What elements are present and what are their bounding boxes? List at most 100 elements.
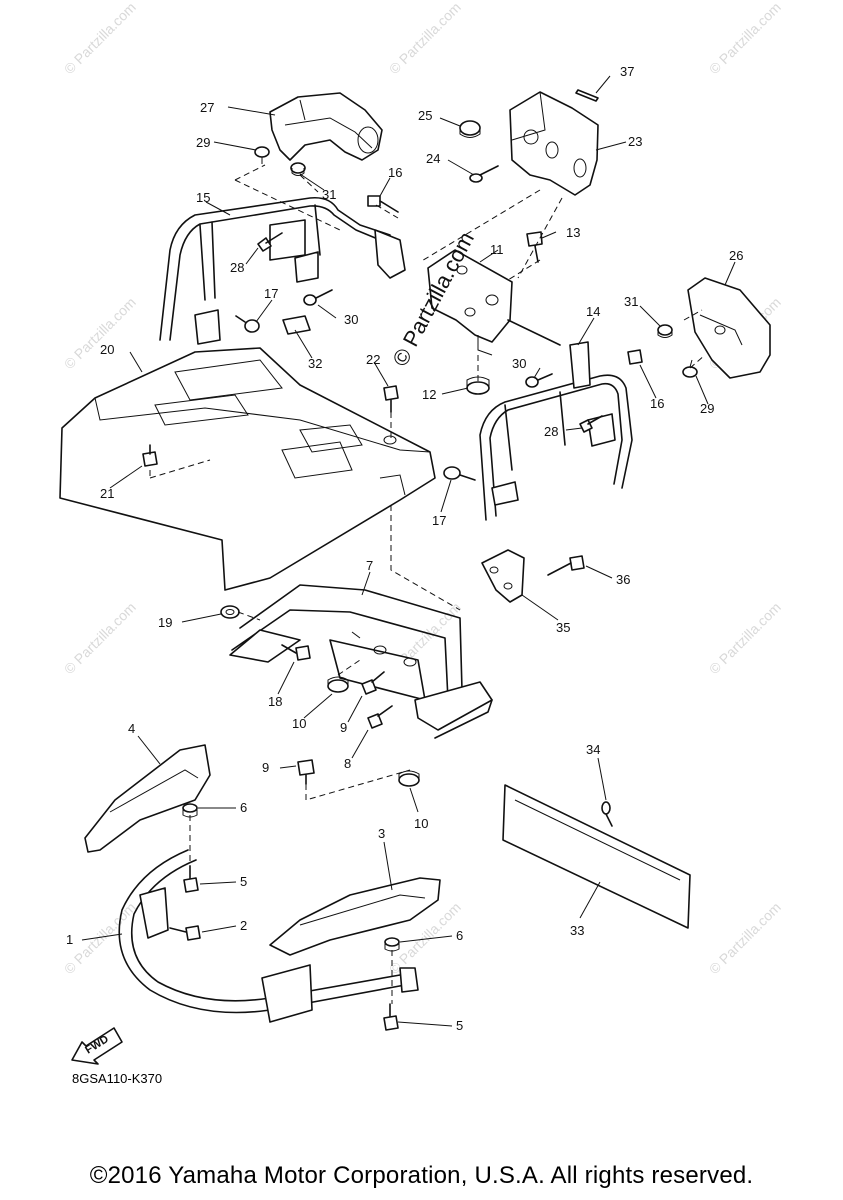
part-18-bolt [281,644,311,661]
part-9-bolt-lower [297,759,315,785]
callout-14: 14 [586,304,600,319]
part-10-grommet-upper [327,676,349,693]
watermark: © Partzilla.com [61,294,139,372]
part-34-rivet [601,801,613,827]
part-10-grommet-lower [398,770,420,787]
part-16-bolt-left [367,195,399,213]
callout-22: 22 [366,352,380,367]
callout-9b: 9 [262,760,269,775]
part-26-bracket-cover-right [687,277,771,379]
callout-29b: 29 [700,401,714,416]
part-17-bolt-upper [235,315,260,333]
callout-17b: 17 [432,513,446,528]
callout-20: 20 [100,342,114,357]
callout-24: 24 [426,151,440,166]
callout-21: 21 [100,486,114,501]
part-28-bolt-right [579,415,603,433]
part-27-bracket-cover [269,92,383,161]
part-33-plate [502,784,691,929]
part-1-bumper [118,849,419,1023]
part-30-bolt-right [525,373,553,388]
part-6-collar-lower [384,937,400,952]
callout-27: 27 [200,100,214,115]
reference-lines [149,164,706,1004]
part-3-cover [269,877,441,956]
callout-6b: 6 [456,928,463,943]
part-7-frame [229,584,493,739]
callout-23: 23 [628,134,642,149]
part-19-washer [220,605,240,619]
fwd-arrow-icon: FWD [71,1027,123,1065]
part-30-bolt-left [303,289,333,306]
callout-2: 2 [240,918,247,933]
part-32-strip [282,315,311,335]
callout-30a: 30 [344,312,358,327]
callout-26: 26 [729,248,743,263]
callout-10a: 10 [292,716,306,731]
callout-12: 12 [422,387,436,402]
part-11-center-bracket [427,249,513,356]
callout-1: 1 [66,932,73,947]
callout-4: 4 [128,721,135,736]
part-35-bracket [481,549,525,603]
callout-28a: 28 [230,260,244,275]
watermark: © Partzilla.com [61,0,139,77]
callout-28b: 28 [544,424,558,439]
part-23-bracket-cover [509,91,599,196]
callout-3: 3 [378,826,385,841]
part-17-bolt-lower [443,466,476,481]
diagram-code: 8GSA110-K370 [72,1071,163,1086]
callout-8: 8 [344,756,351,771]
part-29-clip-right [682,359,698,378]
part-14-right-guard [479,319,633,521]
callouts: 37 27 25 23 29 24 16 31 15 13 11 26 28 1… [66,64,743,1033]
watermark: © Partzilla.com [61,599,139,677]
callout-32: 32 [308,356,322,371]
callout-17a: 17 [264,286,278,301]
watermark: © Partzilla.com [706,0,784,77]
part-13-bolt [526,231,543,263]
callout-9a: 9 [340,720,347,735]
callout-37: 37 [620,64,634,79]
callout-18: 18 [268,694,282,709]
part-28-bolt-left [257,232,283,252]
callout-25: 25 [418,108,432,123]
watermark: © Partzilla.com [706,899,784,977]
callout-31b: 31 [624,294,638,309]
leader-lines [81,75,736,1027]
part-37-strip [575,89,599,102]
callout-5a: 5 [240,874,247,889]
part-20-fender [59,347,436,591]
callout-13: 13 [566,225,580,240]
watermark: © Partzilla.com [386,0,464,77]
part-31-nut-right [657,324,673,338]
callout-10b: 10 [414,816,428,831]
callout-6a: 6 [240,800,247,815]
callout-34: 34 [586,742,600,757]
callout-36: 36 [616,572,630,587]
callout-15: 15 [196,190,210,205]
part-5-bolt-upper [183,865,199,893]
part-4-cover [84,744,211,853]
callout-33: 33 [570,923,584,938]
callout-7: 7 [366,558,373,573]
callout-31a: 31 [322,187,336,202]
watermark: © Partzilla.com [706,599,784,677]
callout-5b: 5 [456,1018,463,1033]
callout-16a: 16 [388,165,402,180]
part-16-bolt-right [627,349,643,365]
part-9-bolt-upper [361,671,385,695]
part-36-bolt [547,555,585,576]
callout-35: 35 [556,620,570,635]
part-2-bolt [169,925,201,941]
part-22-bolt [383,385,399,413]
part-25-cap [459,120,481,138]
part-24-screw [469,165,499,183]
callout-16b: 16 [650,396,664,411]
callout-19: 19 [158,615,172,630]
part-21-bolt [142,444,158,467]
part-15-left-guard [159,196,406,345]
part-8-bolt [367,705,393,729]
part-31-nut-left [290,162,306,176]
